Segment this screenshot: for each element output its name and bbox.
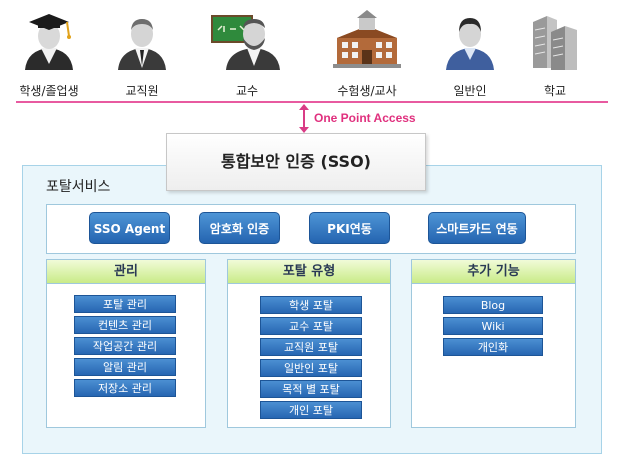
smartcard-link-button[interactable]: 스마트카드 연동 [428,212,526,244]
item-personal-portal[interactable]: 개인 포탈 [260,401,362,419]
pki-link-button[interactable]: PKI연동 [309,212,390,244]
item-staff-portal[interactable]: 교직원 포탈 [260,338,362,356]
user-examinee-teacher: 수험생/교사 [322,8,412,99]
item-student-portal[interactable]: 학생 포탈 [260,296,362,314]
item-storage-management[interactable]: 저장소 관리 [74,379,176,397]
user-connector-line [16,101,608,103]
professor-icon [210,8,284,72]
sso-agent-button[interactable]: SSO Agent [89,212,170,244]
panel-additional-features-title: 추가 기능 [412,260,575,284]
user-types-row: 학생/졸업생 교직원 교수 [0,0,621,100]
arrow-up-icon [299,104,309,110]
item-content-management[interactable]: 컨텐츠 관리 [74,316,176,334]
user-label-staff: 교직원 [125,84,159,98]
school-building-icon [331,8,403,72]
user-school: 학교 [510,8,600,99]
arrow-down-icon [299,127,309,133]
staff-icon [112,8,172,72]
item-blog[interactable]: Blog [443,296,543,314]
item-purpose-portal[interactable]: 목적 별 포탈 [260,380,362,398]
access-arrow [303,107,305,129]
portal-title: 포탈서비스 [46,179,111,195]
user-general: 일반인 [425,8,515,99]
panel-management: 관리 [46,259,206,428]
user-staff: 교직원 [97,8,187,99]
panel-portal-types-title: 포탈 유형 [228,260,390,284]
item-portal-management[interactable]: 포탈 관리 [74,295,176,313]
encryption-auth-button[interactable]: 암호화 인증 [199,212,280,244]
item-workspace-management[interactable]: 작업공간 관리 [74,337,176,355]
one-point-access-label: One Point Access [314,111,416,125]
buildings-icon [525,8,585,72]
item-wiki[interactable]: Wiki [443,317,543,335]
item-general-portal[interactable]: 일반인 포탈 [260,359,362,377]
item-alert-management[interactable]: 알림 관리 [74,358,176,376]
user-professor: 교수 [202,8,292,99]
item-personalization[interactable]: 개인화 [443,338,543,356]
sso-box: 통합보안 인증 (SSO) [166,133,426,191]
person-icon [440,8,500,72]
user-label-graduate: 학생/졸업생 [19,84,79,98]
user-label-general: 일반인 [453,84,487,98]
graduate-icon [19,8,79,72]
user-graduate: 학생/졸업생 [4,8,94,99]
user-label-professor: 교수 [235,84,259,98]
item-professor-portal[interactable]: 교수 포탈 [260,317,362,335]
user-label-school: 학교 [543,84,567,98]
user-label-examinee-teacher: 수험생/교사 [337,84,397,98]
panel-management-title: 관리 [47,260,205,284]
